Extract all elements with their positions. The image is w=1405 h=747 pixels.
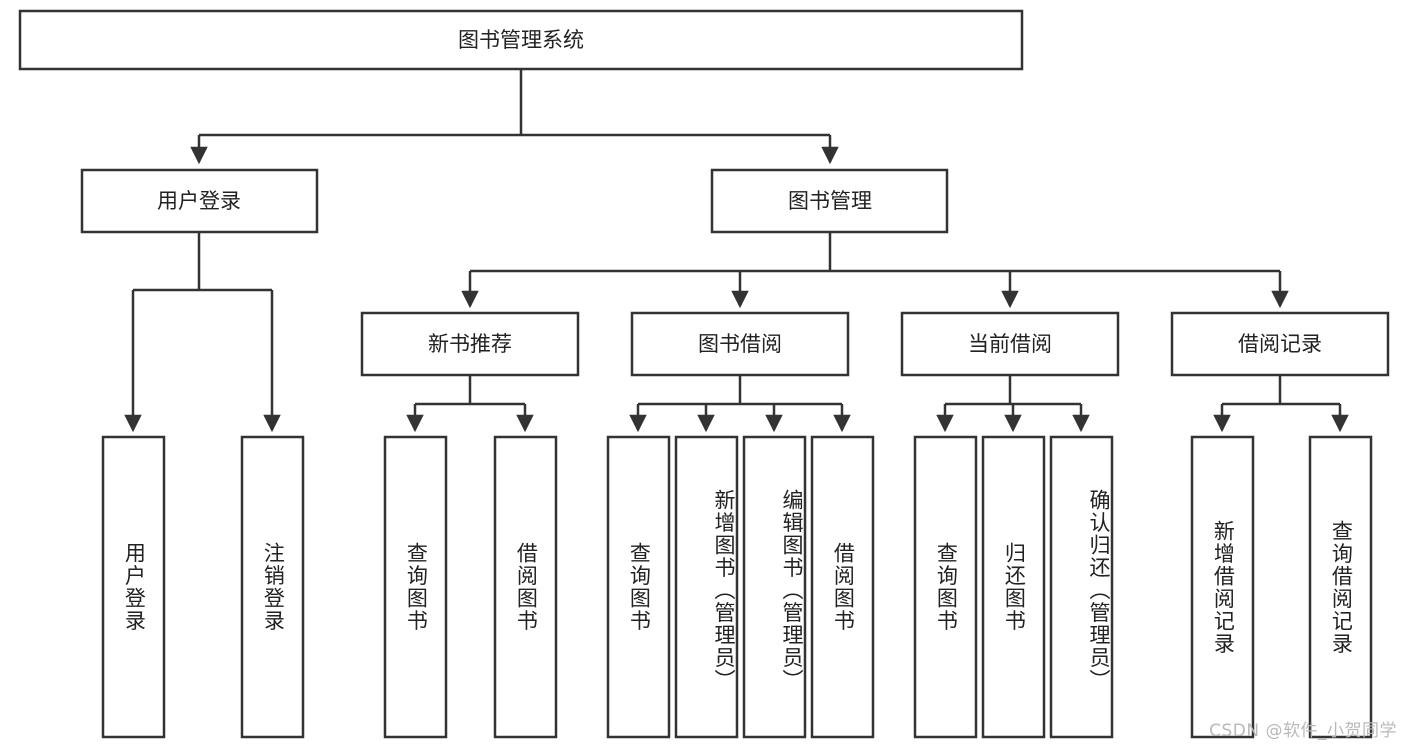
connector-group-user-login [124,232,281,433]
leaf-box-new-book-2[interactable] [493,435,558,739]
leaf-box-current-borrow-3[interactable] [1049,435,1114,739]
leaf-box-borrow-record-1[interactable] [1190,435,1255,739]
node-root[interactable]: 图书管理系统 [18,9,1024,71]
node-book-borrow[interactable]: 图书借阅 [630,311,850,377]
node-book-manage-box[interactable] [710,168,949,234]
node-current-borrow-box[interactable] [900,311,1120,377]
node-book-borrow-box[interactable] [630,311,850,377]
leaf-box-book-borrow-1[interactable] [606,435,671,739]
node-new-book-recommend-box[interactable] [360,311,580,377]
node-borrow-record[interactable]: 借阅记录 [1170,311,1390,377]
leaf-box-current-borrow-1[interactable] [913,435,978,739]
node-user-login-label: 用户登录 [157,189,241,213]
leaf-box-current-borrow-2[interactable] [981,435,1046,739]
leaf-box-user-login-1[interactable] [101,435,166,739]
connector-group-borrow-record [1213,375,1349,433]
csdn-watermark: CSDN @软件_小贺同学 [1209,721,1397,741]
node-user-login-box[interactable] [80,168,319,234]
node-root-label: 图书管理系统 [458,28,584,52]
node-current-borrow[interactable]: 当前借阅 [900,311,1120,377]
connector-group-current-borrow [936,375,1090,433]
connector-group-book-borrow [629,375,851,433]
leaf-box-group [101,435,1373,739]
node-new-book-recommend[interactable]: 新书推荐 [360,311,580,377]
connector-group-book-manage [461,232,1289,309]
node-root-box[interactable] [18,9,1024,71]
connector-group-new-book [406,375,534,433]
node-borrow-record-label: 借阅记录 [1238,332,1322,356]
node-book-manage-label: 图书管理 [788,189,872,213]
leaf-box-book-borrow-3[interactable] [742,435,807,739]
node-book-manage[interactable]: 图书管理 [710,168,949,234]
node-new-book-recommend-label: 新书推荐 [428,332,512,356]
leaf-box-user-login-2[interactable] [240,435,305,739]
leaf-box-borrow-record-2[interactable] [1308,435,1373,739]
node-borrow-record-box[interactable] [1170,311,1390,377]
node-current-borrow-label: 当前借阅 [968,332,1052,356]
leaf-box-book-borrow-4[interactable] [810,435,875,739]
connector-group-root [190,69,839,165]
leaf-box-book-borrow-2[interactable] [674,435,739,739]
leaf-box-new-book-1[interactable] [383,435,448,739]
node-book-borrow-label: 图书借阅 [698,332,782,356]
node-user-login[interactable]: 用户登录 [80,168,319,234]
